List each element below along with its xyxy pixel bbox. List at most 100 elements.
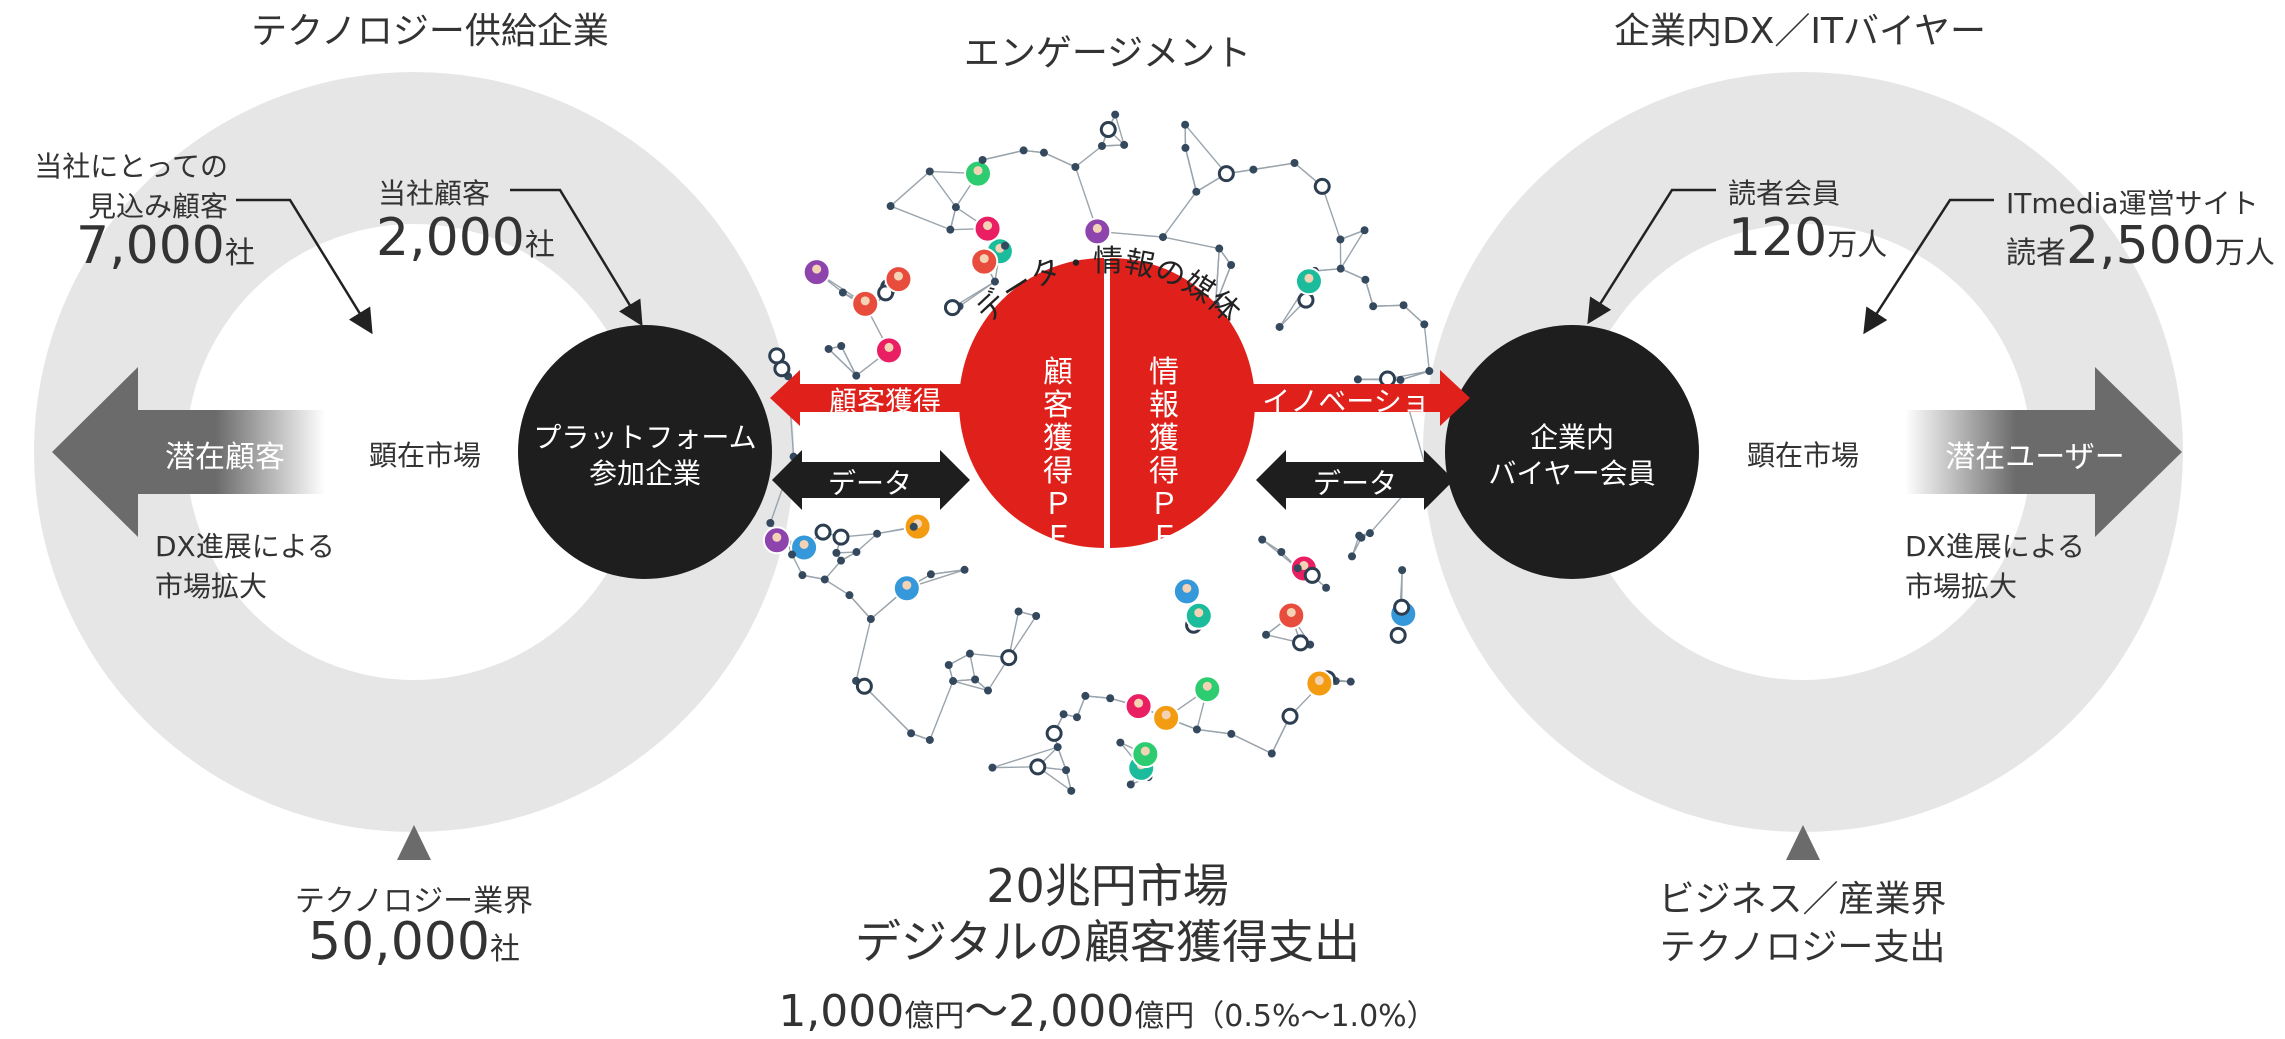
network-node [867, 615, 875, 623]
innovation-arrow-label: イノベーション [1256, 380, 1436, 460]
network-ring-node [1283, 709, 1297, 723]
network-node [1337, 265, 1345, 273]
network-link [1075, 146, 1102, 167]
network-node [1106, 694, 1114, 702]
left-dx-line2: 市場拡大 [155, 565, 335, 605]
network-ring-node [1315, 179, 1329, 193]
prospects-value: 7,000 [76, 216, 225, 276]
avatar-face [812, 265, 821, 274]
network-node [798, 571, 806, 579]
market-size-block: 20兆円市場 デジタルの顧客獲得支出 [780, 858, 1435, 970]
network-node [1192, 188, 1200, 196]
network-node [839, 289, 847, 297]
network-node [949, 677, 957, 685]
latent-customer-label: 潜在顧客 [130, 432, 320, 476]
network-node [926, 167, 934, 175]
avatar-face [894, 272, 903, 281]
network-link [1231, 734, 1271, 754]
network-node [837, 342, 845, 350]
avatar-face [885, 343, 894, 352]
prospects-unit: 社 [225, 236, 255, 271]
network-node [1020, 146, 1028, 154]
network-node [1291, 159, 1299, 167]
business-line1: ビジネス／産業界 [1630, 876, 1975, 924]
network-node [1361, 226, 1369, 234]
network-node [1369, 302, 1377, 310]
prospects-label-line1: 当社にとっての [18, 145, 228, 185]
customers-label: 当社顧客 [378, 172, 490, 212]
network-node [837, 557, 845, 565]
market-line2: デジタルの顧客獲得支出 [780, 914, 1435, 970]
market-line1: 20兆円市場 [780, 858, 1435, 914]
network-node [1062, 766, 1070, 774]
network-node [873, 530, 881, 538]
business-spend-label: ビジネス／産業界 テクノロジー支出 [1630, 876, 1975, 972]
network-ring-node [1047, 726, 1061, 740]
avatar-face [1287, 608, 1296, 617]
avatar-face [983, 221, 992, 230]
network-node [845, 591, 853, 599]
business-line2: テクノロジー支出 [1630, 924, 1975, 972]
network-node [945, 661, 953, 669]
network-node [966, 650, 974, 658]
network-node [1215, 245, 1223, 253]
network-node [979, 156, 987, 164]
prospects-label: 当社にとっての 見込み顧客 [18, 145, 228, 225]
network-node [1116, 739, 1124, 747]
network-node [1258, 536, 1266, 544]
avatar-face [1134, 699, 1143, 708]
network-link [841, 346, 856, 376]
data-right-label: データ [1290, 462, 1420, 502]
network-node [1040, 149, 1048, 157]
network-node [821, 575, 829, 583]
avatar-face [800, 540, 809, 549]
network-ring-node [834, 530, 848, 544]
network-node [1098, 142, 1106, 150]
left-half-label: 顧客獲得ＰＦ [1038, 356, 1078, 554]
market-pct: （0.5%〜1.0%） [1194, 999, 1436, 1034]
network-node [1262, 631, 1270, 639]
platform-line1: プラットフォーム [530, 420, 760, 456]
avatar-face [1141, 747, 1150, 756]
site-unit: 万人 [2215, 236, 2275, 271]
buyer-line1: 企業内 [1457, 420, 1687, 456]
network-link [891, 206, 951, 230]
network-node [1227, 261, 1235, 269]
network-node [1336, 235, 1344, 243]
platform-circle-label: プラットフォーム 参加企業 [530, 420, 760, 492]
network-node [1181, 121, 1189, 129]
network-ring-node [816, 525, 830, 539]
latent-user-label: 潜在ユーザー [1935, 432, 2135, 476]
avatar-face [1093, 224, 1102, 233]
left-dx-label: DX進展による 市場拡大 [155, 525, 335, 605]
left-title: テクノロジー供給企業 [200, 2, 660, 54]
network-link [891, 171, 930, 206]
network-link [1044, 153, 1075, 167]
network-link [1253, 163, 1294, 170]
network-link [825, 579, 850, 595]
right-market-label: 顕在市場 [1743, 434, 1863, 474]
site-value: 2,500 [2066, 216, 2215, 276]
network-link [1341, 230, 1365, 268]
right-dx-line2: 市場拡大 [1905, 565, 2085, 605]
members-value-row: 120万人 [1728, 208, 1887, 268]
network-node [1277, 548, 1285, 556]
avatar-face [1203, 682, 1212, 691]
network-link [1424, 324, 1429, 371]
avatar-face [1304, 274, 1313, 283]
network-node [1127, 781, 1135, 789]
network-node [1294, 564, 1302, 572]
network-ring-node [1101, 123, 1115, 137]
network-node [1159, 233, 1167, 241]
network-node [926, 736, 934, 744]
right-title: 企業内DX／ITバイヤー [1570, 2, 2030, 54]
network-link [1185, 125, 1226, 174]
network-link [930, 681, 953, 740]
network-node [788, 551, 796, 559]
network-node [984, 687, 992, 695]
center-title: エンゲージメント [880, 24, 1335, 76]
network-ring-node [1299, 293, 1313, 307]
industry-unit: 社 [490, 932, 520, 967]
network-node [946, 226, 954, 234]
right-dx-line1: DX進展による [1905, 525, 2085, 565]
